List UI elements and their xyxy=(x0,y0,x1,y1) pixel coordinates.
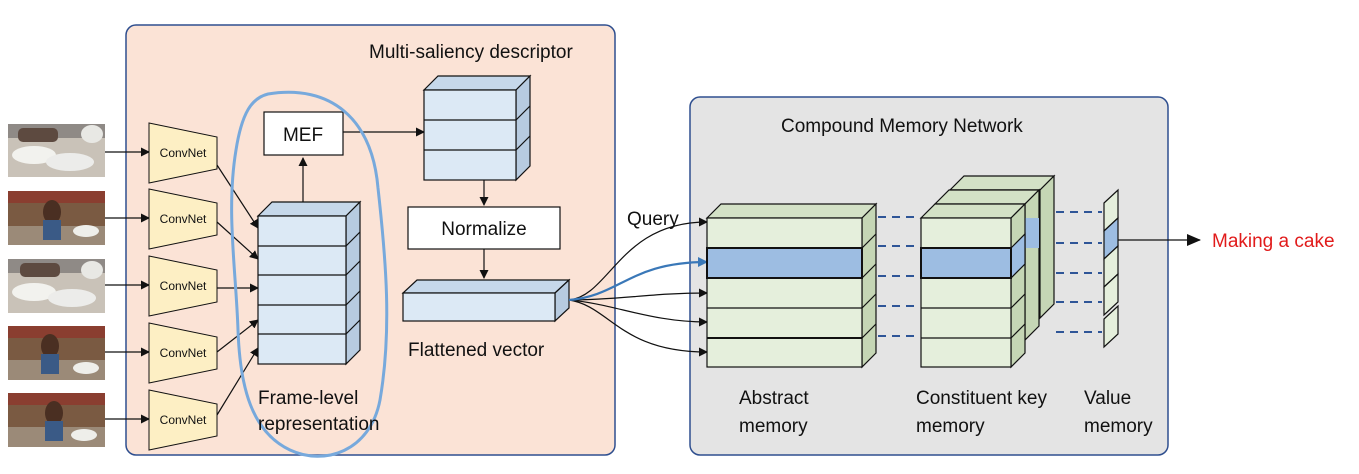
frame-level-label-line1: Frame-level xyxy=(258,388,358,409)
descriptor-cube xyxy=(422,74,532,182)
convnet-5: ConvNet xyxy=(148,389,218,451)
convnet-2: ConvNet xyxy=(148,188,218,250)
convnet-4: ConvNet xyxy=(148,322,218,384)
abstract-memory xyxy=(705,202,878,369)
value-memory-label-line2: memory xyxy=(1084,416,1153,437)
abstract-memory-label-line1: Abstract xyxy=(739,388,809,409)
right-panel-title: Compound Memory Network xyxy=(781,116,1023,137)
constituent-memory-label-line1: Constituent key xyxy=(916,388,1047,409)
flattened-vector xyxy=(401,278,571,323)
mef-box xyxy=(263,111,344,156)
frame-level-highlight-ellipse xyxy=(230,90,389,458)
frame-to-convnet-arrows xyxy=(105,147,150,424)
mef-label: MEF xyxy=(283,125,323,146)
convnet-label: ConvNet xyxy=(160,146,207,160)
video-frame-1 xyxy=(8,124,105,177)
flattened-vector-label: Flattened vector xyxy=(408,340,545,361)
key-to-value-dashes xyxy=(1056,211,1102,333)
output-label: Making a cake xyxy=(1212,231,1335,252)
convnet-label: ConvNet xyxy=(160,212,207,226)
convnet-1: ConvNet xyxy=(148,122,218,184)
convnet-label: ConvNet xyxy=(160,279,207,293)
left-panel-title: Multi-saliency descriptor xyxy=(369,42,573,63)
frame-level-label-line2: representation xyxy=(258,414,379,435)
frame-level-stack xyxy=(256,200,362,366)
query-label: Query xyxy=(627,209,679,230)
query-highlight-arrow xyxy=(568,257,708,302)
abstract-memory-label-line2: memory xyxy=(739,416,808,437)
convnet-label: ConvNet xyxy=(160,346,207,360)
value-memory-label-line1: Value xyxy=(1084,388,1131,409)
video-frame-5 xyxy=(8,393,105,447)
video-frame-2 xyxy=(8,191,105,245)
query-arrows xyxy=(568,217,708,357)
convnet-label: ConvNet xyxy=(160,413,207,427)
constituent-key-memory xyxy=(919,174,1056,369)
normalize-label: Normalize xyxy=(441,219,527,240)
normalize-box xyxy=(407,206,561,250)
constituent-memory-label-line2: memory xyxy=(916,416,985,437)
video-frame-4 xyxy=(8,326,105,380)
convnet-to-stack-arrows xyxy=(216,164,259,416)
abstract-to-key-dashes xyxy=(878,216,919,337)
value-memory xyxy=(1103,188,1119,349)
video-frame-3 xyxy=(8,259,105,313)
convnet-3: ConvNet xyxy=(148,255,218,317)
